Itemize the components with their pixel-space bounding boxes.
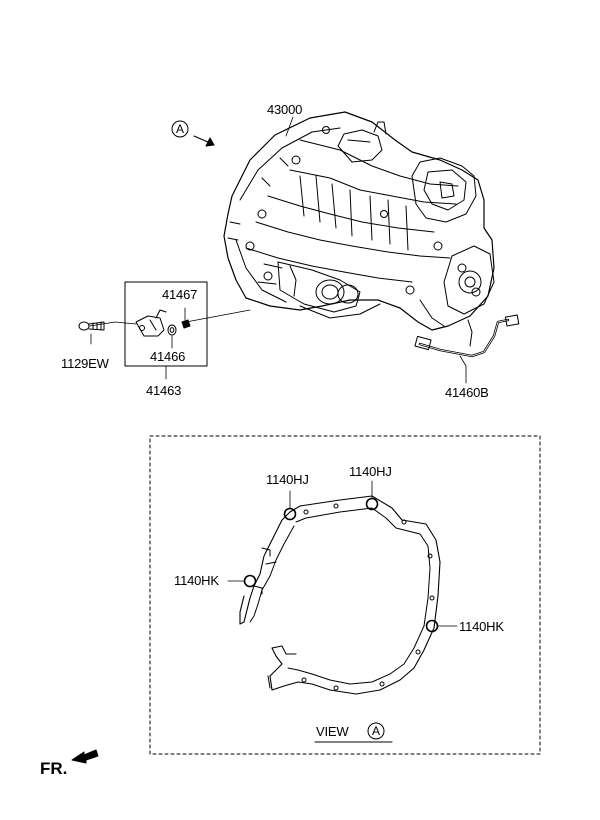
part-label-bolt: 1129EW: [61, 356, 109, 371]
bolt-drawing: [78, 321, 105, 331]
bolt-label-hj-left: 1140HJ: [266, 472, 309, 487]
bolt-label-hk-right: 1140HK: [459, 619, 504, 634]
leader-lines: [89, 116, 467, 384]
part-label-clutch-tube: 41460B: [445, 385, 489, 400]
view-a-letter-bottom: A: [372, 724, 380, 738]
view-a-indicator: [171, 120, 215, 147]
bolt-label-hj-right: 1140HJ: [349, 464, 392, 479]
clutch-tube-drawing: [414, 314, 520, 358]
bracket-group-box: [124, 281, 208, 367]
view-a-letter-top: A: [176, 122, 184, 136]
part-label-seal-b: 41466: [150, 349, 186, 364]
part-label-seal-a: 41467: [162, 287, 198, 302]
part-label-bracket-assy: 41463: [146, 383, 182, 398]
transaxle-drawing: [223, 111, 495, 331]
view-caption: VIEW: [316, 724, 349, 739]
view-a-panel: [149, 435, 541, 755]
part-label-transaxle: 43000: [267, 102, 303, 117]
front-label: FR.: [40, 759, 68, 778]
front-arrow-icon: [71, 749, 99, 764]
bolt-label-hk-left: 1140HK: [174, 573, 219, 588]
